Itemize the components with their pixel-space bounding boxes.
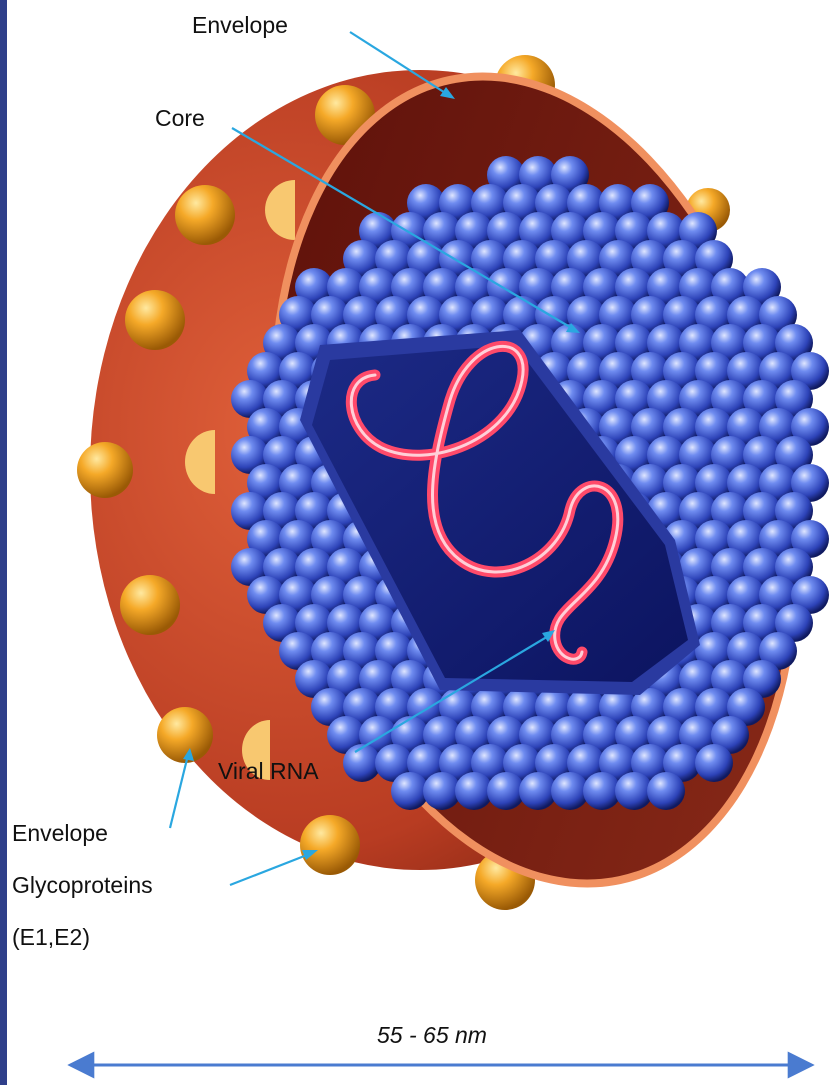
glycoprotein-label-line3: (E1,E2) — [12, 926, 90, 949]
scale-label: 55 - 65 nm — [377, 1024, 487, 1047]
glycoprotein-knob — [157, 707, 213, 763]
viral-rna-label: Viral RNA — [218, 760, 319, 783]
glycoprotein-knob — [125, 290, 185, 350]
core-label: Core — [155, 107, 205, 130]
glycoprotein-leader-2 — [230, 853, 312, 885]
glycoprotein-knob — [175, 185, 235, 245]
glycoprotein-knob — [120, 575, 180, 635]
glycoprotein-label-line2: Glycoproteins — [12, 874, 153, 897]
capsid-sphere — [695, 744, 733, 782]
glycoprotein-leader-1 — [170, 755, 188, 828]
envelope-label: Envelope — [192, 14, 288, 37]
glycoprotein-knob — [77, 442, 133, 498]
glycoprotein-knob — [300, 815, 360, 875]
glycoprotein-label-line1: Envelope — [12, 822, 108, 845]
capsid-sphere — [647, 772, 685, 810]
